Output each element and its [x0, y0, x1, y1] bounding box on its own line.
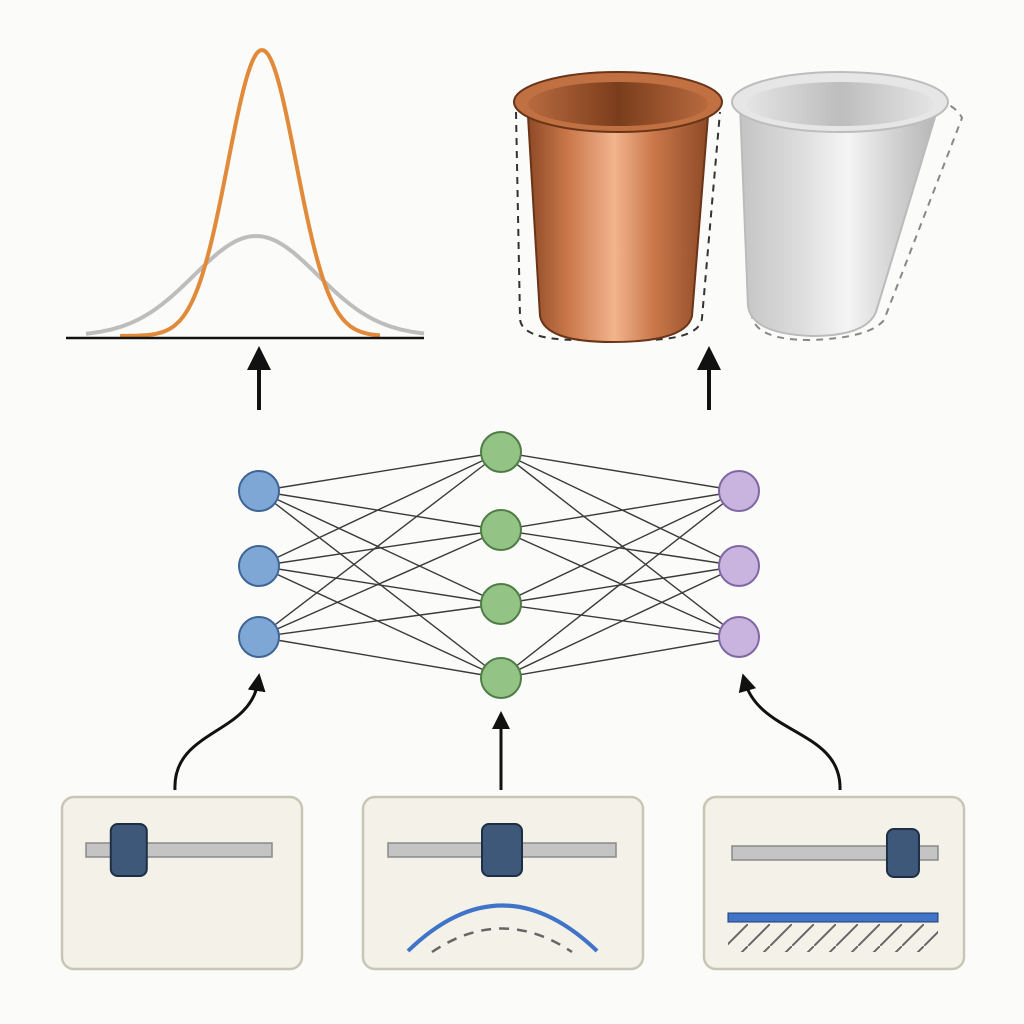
arrow-right-panel-to-output: [738, 673, 842, 791]
edge-hidden-4-to-output-1: [500, 490, 740, 679]
panel-background: [361, 795, 645, 971]
hidden-node-1: [480, 431, 522, 473]
edge-input-3-to-hidden-4: [258, 636, 502, 679]
curved-surface-arc: [406, 903, 599, 953]
network-nodes: [238, 431, 760, 699]
input-node-2: [238, 545, 280, 587]
hidden-node-2: [480, 509, 522, 551]
output-node-3: [718, 616, 760, 658]
edge-hidden-2-to-output-1: [500, 490, 740, 531]
orange-narrow-curve: [119, 47, 381, 338]
parameter-panels: [60, 795, 966, 971]
silver-cup: [731, 71, 964, 342]
gray-wide-curve: [85, 233, 425, 336]
coating-layer: [727, 912, 939, 923]
copper-cup: [513, 71, 723, 344]
edge-hidden-1-to-output-3: [500, 451, 740, 638]
hidden-node-4: [480, 657, 522, 699]
output-node-1: [718, 470, 760, 512]
edge-hidden-4-to-output-3: [500, 636, 740, 679]
edge-input-2-to-hidden-1: [258, 451, 502, 567]
edge-hidden-3-to-output-3: [500, 603, 740, 638]
distribution-curves-icon: [66, 47, 425, 340]
hidden-node-3: [480, 583, 522, 625]
edge-input-3-to-hidden-2: [258, 529, 502, 638]
output-node-2: [718, 545, 760, 587]
slider-thumb[interactable]: [885, 828, 920, 878]
input-node-1: [238, 470, 280, 512]
edge-input-1-to-hidden-2: [258, 490, 502, 531]
edge-hidden-4-to-output-2: [500, 565, 740, 679]
edge-input-2-to-hidden-2: [258, 529, 502, 567]
right-parameter-panel: [702, 795, 966, 971]
panel-background: [60, 795, 304, 971]
middle-parameter-panel: [361, 795, 645, 971]
network-edges: [258, 451, 740, 679]
edge-hidden-3-to-output-1: [500, 490, 740, 605]
edge-hidden-1-to-output-2: [500, 451, 740, 567]
edge-input-2-to-hidden-3: [258, 565, 502, 605]
slider-thumb[interactable]: [109, 823, 148, 877]
hatched-substrate: [728, 924, 938, 952]
neural-network: [238, 431, 760, 699]
edge-input-3-to-hidden-1: [258, 451, 502, 638]
edge-input-3-to-hidden-3: [258, 603, 502, 638]
input-node-3: [238, 616, 280, 658]
reference-arc-dashed: [431, 927, 573, 954]
edge-input-1-to-hidden-1: [258, 451, 502, 492]
edge-hidden-1-to-output-1: [500, 451, 740, 492]
slider-thumb[interactable]: [481, 823, 523, 877]
cups-icon: [513, 71, 964, 344]
edge-hidden-2-to-output-3: [500, 529, 740, 638]
arrow-left-panel-to-input: [173, 673, 266, 791]
edge-input-2-to-hidden-4: [258, 565, 502, 679]
left-parameter-panel: [60, 795, 304, 971]
